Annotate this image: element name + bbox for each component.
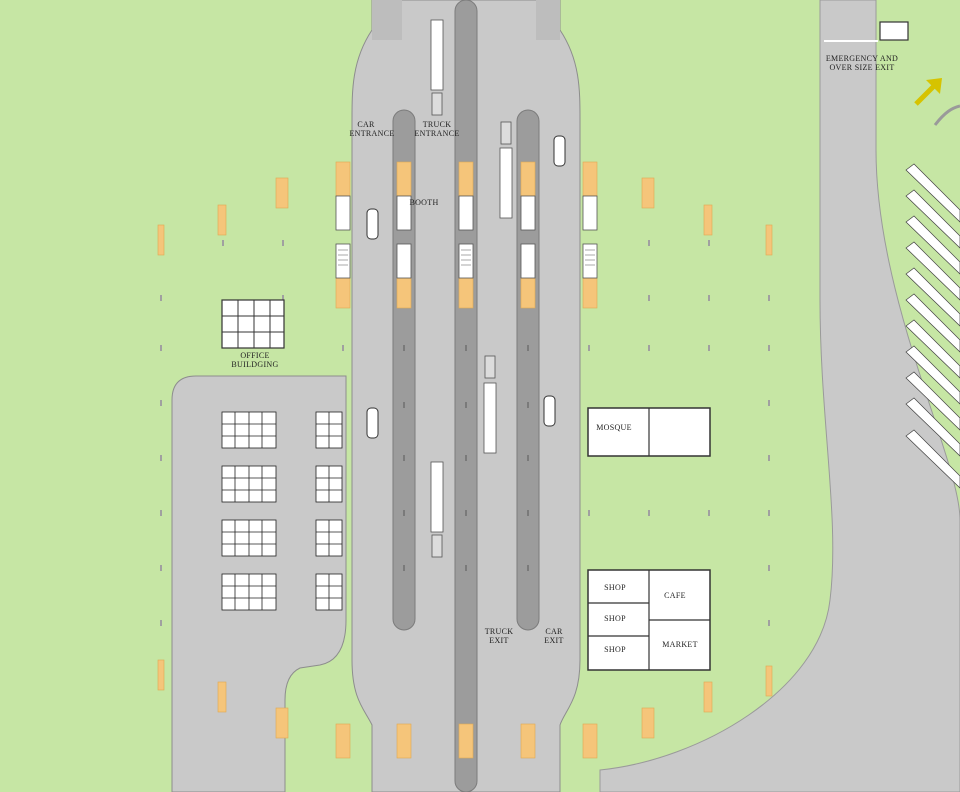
car-icon [366, 407, 379, 439]
office-building [221, 299, 285, 349]
car-entrance-label-line2: ENTRANCE [349, 129, 394, 138]
top-ramp-right [536, 0, 560, 40]
shop1-label: SHOP [604, 583, 626, 592]
parked-car-icon [221, 465, 277, 503]
car-icon [366, 208, 379, 240]
car-exit-label-line2: EXIT [544, 636, 563, 645]
truck-icon [499, 121, 513, 219]
office-label-line2: BUILDGING [231, 360, 278, 369]
emergency-exit-curve [933, 104, 960, 126]
booth-stairs [338, 249, 595, 266]
booth-icon [335, 195, 351, 231]
shop3-label: SHOP [604, 645, 626, 654]
car-entrance-label-line1: CAR [357, 120, 375, 129]
booth-icon [396, 195, 412, 231]
emergency-exit-road [599, 0, 960, 792]
car-icon [543, 395, 556, 427]
lane-divider-right [516, 109, 540, 631]
truck-entrance-label-line1: TRUCK [423, 120, 452, 129]
parked-car-icon [315, 411, 343, 449]
toll-booths [335, 195, 598, 279]
booth-icon [520, 195, 536, 231]
office-label-line1: OFFICE [240, 351, 269, 360]
lane-dashes [403, 345, 529, 571]
parked-car-icon [315, 519, 343, 557]
truck-icon [430, 461, 444, 558]
mosque-building [587, 407, 711, 457]
booth-label: BOOTH [409, 198, 438, 207]
truck-icon [483, 355, 497, 454]
booth-icon [582, 195, 598, 231]
booth-icon [520, 243, 536, 279]
arrow-icon [914, 78, 942, 106]
booth-icon [396, 243, 412, 279]
emergency-label-line2: OVER SIZE EXIT [829, 63, 894, 72]
booth-icon [335, 243, 351, 279]
emergency-label-line1: EMERGENCY AND [826, 54, 898, 63]
grass-markers [160, 240, 770, 626]
parked-car-icon [221, 573, 277, 611]
booth-icon [458, 243, 474, 279]
parked-car-icon [315, 465, 343, 503]
shop2-label: SHOP [604, 614, 626, 623]
parked-car-icon [221, 411, 277, 449]
amber-islands [157, 161, 773, 759]
car-icon [553, 135, 566, 167]
lane-divider-left [392, 109, 416, 631]
parked-car-icon [221, 519, 277, 557]
moving-cars [366, 135, 566, 439]
emergency-gatehouse [879, 21, 909, 41]
parked-car-icon [315, 573, 343, 611]
truck-entrance-label-line2: ENTRANCE [414, 129, 459, 138]
truck-parking [905, 163, 960, 489]
top-ramp-left [372, 0, 402, 40]
parking-cars [221, 411, 343, 611]
truck-exit-label-line1: TRUCK [485, 627, 514, 636]
truck-exit-label-line2: EXIT [489, 636, 508, 645]
mosque-label: MOSQUE [596, 423, 632, 432]
services-building [587, 569, 711, 671]
booth-icon [582, 243, 598, 279]
central-median [454, 0, 478, 792]
trucks [430, 19, 513, 558]
market-label: MARKET [662, 640, 698, 649]
car-exit-label-line1: CAR [545, 627, 563, 636]
truck-icon [430, 19, 444, 116]
cafe-label: CAFE [664, 591, 686, 600]
booth-icon [458, 195, 474, 231]
